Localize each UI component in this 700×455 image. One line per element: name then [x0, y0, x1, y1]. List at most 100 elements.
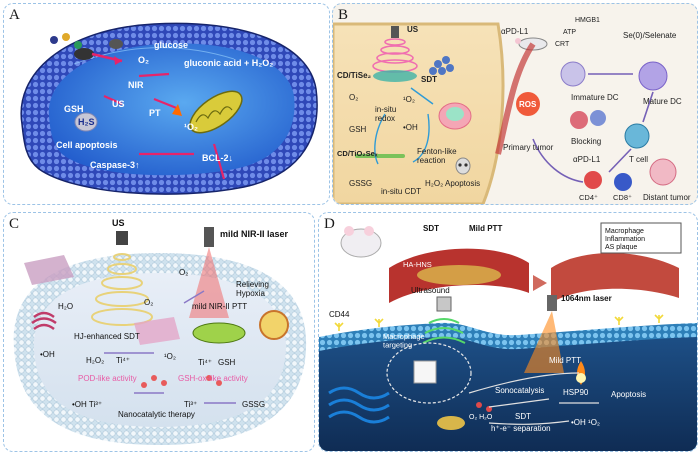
- label-c-ti4b: Ti⁴⁺: [198, 358, 212, 367]
- label-sono: Sonocatalysis: [495, 386, 544, 395]
- label-d-sdt: SDT: [423, 224, 439, 233]
- label-gshox: GSH-ox-like activity: [178, 374, 248, 383]
- label-o2h2o: O₂ H₂O: [469, 414, 493, 421]
- label-nano: Nanocatalytic therapy: [118, 410, 195, 419]
- label-cd4: CD4⁺: [579, 193, 598, 202]
- panel-d: D: [318, 212, 698, 452]
- macrophage-vesicle: [386, 342, 472, 404]
- fire-icon: [172, 104, 182, 116]
- label-c-laser: mild NIR-II laser: [220, 229, 289, 239]
- label-b-gsh: GSH: [349, 125, 367, 134]
- cd44-receptors: [334, 314, 664, 331]
- label-b-apoptosis: Apoptosis: [445, 179, 480, 188]
- label-primary: Primary tumor: [503, 143, 554, 152]
- red-particles-d: [476, 402, 492, 412]
- nucleus-c: [259, 310, 289, 340]
- ultrasound-waves-d: [422, 318, 466, 344]
- label-crt: CRT: [555, 41, 570, 48]
- mitochondrion: [189, 90, 243, 134]
- label-c-oh: •OH: [40, 350, 55, 359]
- label-immature: Immature DC: [571, 93, 619, 102]
- skull-icon: [455, 157, 471, 175]
- laser-beam-d: [524, 311, 564, 373]
- label-hj: HJ-enhanced SDT: [74, 332, 140, 341]
- label-sdt: SDT: [421, 75, 437, 84]
- label-bcl2: BCL-2↓: [202, 153, 233, 163]
- label-cdtise: CD/TiSe₂: [337, 71, 372, 80]
- label-c-ti3: Ti³⁺: [184, 400, 197, 409]
- us-transducer-icon: [116, 231, 128, 245]
- label-c-1o2: ¹O₂: [164, 352, 176, 361]
- label-c-o2b: O₂: [144, 298, 153, 307]
- laser-beam: [189, 247, 229, 318]
- cd-tise2-particle: [373, 70, 417, 82]
- label-se: Se(0)/Selenate: [623, 31, 677, 40]
- label-o2: O₂: [138, 55, 149, 65]
- label-gssg: GSSG: [349, 179, 372, 188]
- label-hahns: HA-HNS: [403, 260, 432, 269]
- green-nanosheets: [355, 154, 405, 158]
- label-hsp90: HSP90: [563, 388, 589, 397]
- label-d-sdt2: SDT: [515, 412, 531, 421]
- reaction-arrows-c: [104, 290, 236, 404]
- label-c-gsh: GSH: [218, 358, 236, 367]
- panel-b: B: [332, 3, 698, 205]
- blood-vessel: [495, 42, 536, 155]
- panel-b-letter: B: [338, 7, 349, 23]
- label-pod: POD-like activity: [78, 374, 137, 383]
- hns-nanosheet: [413, 360, 437, 384]
- label-c-o2: O₂: [179, 268, 188, 277]
- nanoparticles-c: [141, 375, 222, 388]
- label-b-us: US: [407, 25, 419, 34]
- immune-cells: [560, 61, 677, 191]
- label-c-h2o: H₂O: [58, 302, 73, 311]
- label-b-h2o2: H₂O₂: [425, 179, 443, 188]
- red-arrows: [103, 72, 226, 180]
- label-hmgb1: HMGB1: [575, 17, 600, 24]
- label-apdl1-top: αPD-L1: [501, 27, 529, 36]
- artery-right: [551, 253, 679, 303]
- label-ohr: •OH ¹O₂: [571, 418, 600, 427]
- ph-probe: [74, 112, 98, 132]
- label-b-o2: O₂: [349, 93, 358, 102]
- nanoparticles: [50, 33, 123, 60]
- golgi: [31, 311, 57, 331]
- label-ros: ROS: [519, 100, 537, 109]
- plaque-left: [417, 265, 501, 285]
- label-c-us: US: [112, 218, 125, 228]
- panel-c-letter: C: [9, 216, 20, 232]
- label-atp: ATP: [563, 29, 576, 36]
- ros-burst: [516, 92, 540, 116]
- cell-interior: [48, 43, 295, 176]
- label-c-gssg: GSSG: [242, 400, 265, 409]
- label-sep: h⁺-e⁻ separation: [491, 424, 551, 433]
- nanoparticle-cluster: [429, 56, 454, 75]
- pathway-arrows: [532, 73, 654, 183]
- label-mature: Mature DC: [643, 97, 682, 106]
- label-cd8: CD8⁺: [613, 193, 632, 202]
- label-c-ptt: mild NIR-II PTT: [192, 302, 247, 311]
- flow-arrows: [374, 87, 434, 165]
- label-nir: NIR: [128, 80, 144, 90]
- label-us: US: [112, 99, 125, 109]
- label-cdtio: CD/TiO₂Seₓ: [337, 149, 378, 158]
- nanoheterojunctions: [24, 255, 180, 345]
- label-b-oh: •OH: [403, 123, 418, 132]
- mitochondrion-c: [192, 322, 246, 344]
- us-waves: [91, 253, 153, 326]
- label-apdl1: αPD-L1: [573, 155, 601, 164]
- label-cd44: CD44: [329, 310, 350, 319]
- info-box: [600, 222, 682, 254]
- label-c-ohti: •OH Ti³⁺: [72, 400, 102, 409]
- label-caspase: Caspase-3↑: [90, 160, 140, 170]
- label-d-apoptosis: Apoptosis: [611, 390, 646, 399]
- panel-c: C: [3, 212, 315, 452]
- er-network: [328, 386, 390, 424]
